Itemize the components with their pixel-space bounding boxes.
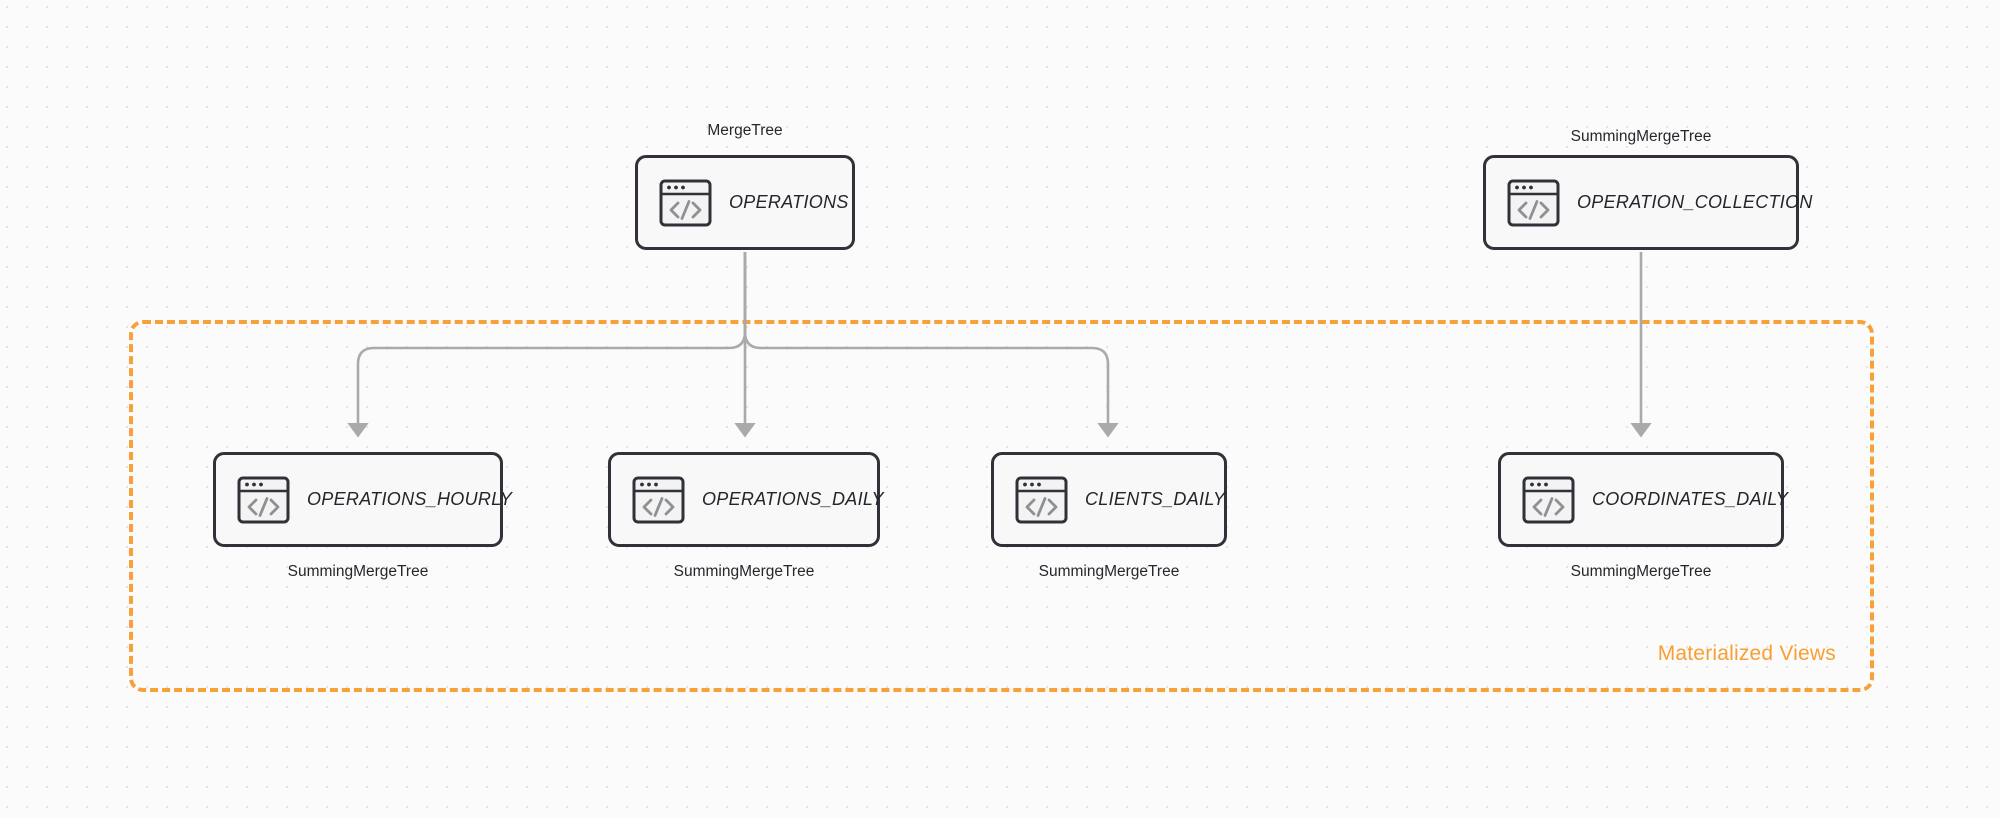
node-coordinates-daily[interactable]: COORDINATES_DAILY xyxy=(1498,452,1788,547)
node-title-operation-collection: OPERATION_COLLECTION xyxy=(1577,192,1813,212)
engine-caption-operations: MergeTree xyxy=(707,122,783,139)
code-window-icon xyxy=(1507,179,1560,227)
code-window-icon xyxy=(1522,476,1575,524)
node-title-operations-daily: OPERATIONS_DAILY xyxy=(702,489,884,509)
engine-caption-clients-daily: SummingMergeTree xyxy=(1038,563,1180,580)
node-operations-hourly[interactable]: OPERATIONS_HOURLY xyxy=(213,452,512,547)
node-operation-collection[interactable]: OPERATION_COLLECTION xyxy=(1483,155,1812,250)
node-operations[interactable]: OPERATIONS xyxy=(635,155,855,250)
code-window-icon xyxy=(237,476,290,524)
code-window-icon xyxy=(659,179,712,227)
engine-caption-operation-collection: SummingMergeTree xyxy=(1570,128,1712,145)
node-operations-daily[interactable]: OPERATIONS_DAILY xyxy=(608,452,884,547)
engine-caption-operations-daily: SummingMergeTree xyxy=(673,563,815,580)
node-title-operations: OPERATIONS xyxy=(729,192,849,212)
engine-caption-coordinates-daily: SummingMergeTree xyxy=(1570,563,1712,580)
node-clients-daily[interactable]: CLIENTS_DAILY xyxy=(991,452,1227,547)
engine-caption-operations-hourly: SummingMergeTree xyxy=(287,563,429,580)
node-title-clients-daily: CLIENTS_DAILY xyxy=(1085,489,1226,509)
node-title-operations-hourly: OPERATIONS_HOURLY xyxy=(307,489,513,509)
code-window-icon xyxy=(632,476,685,524)
materialized-views-label: Materialized Views xyxy=(1657,642,1836,665)
node-title-coordinates-daily: COORDINATES_DAILY xyxy=(1592,489,1789,509)
code-window-icon xyxy=(1015,476,1068,524)
